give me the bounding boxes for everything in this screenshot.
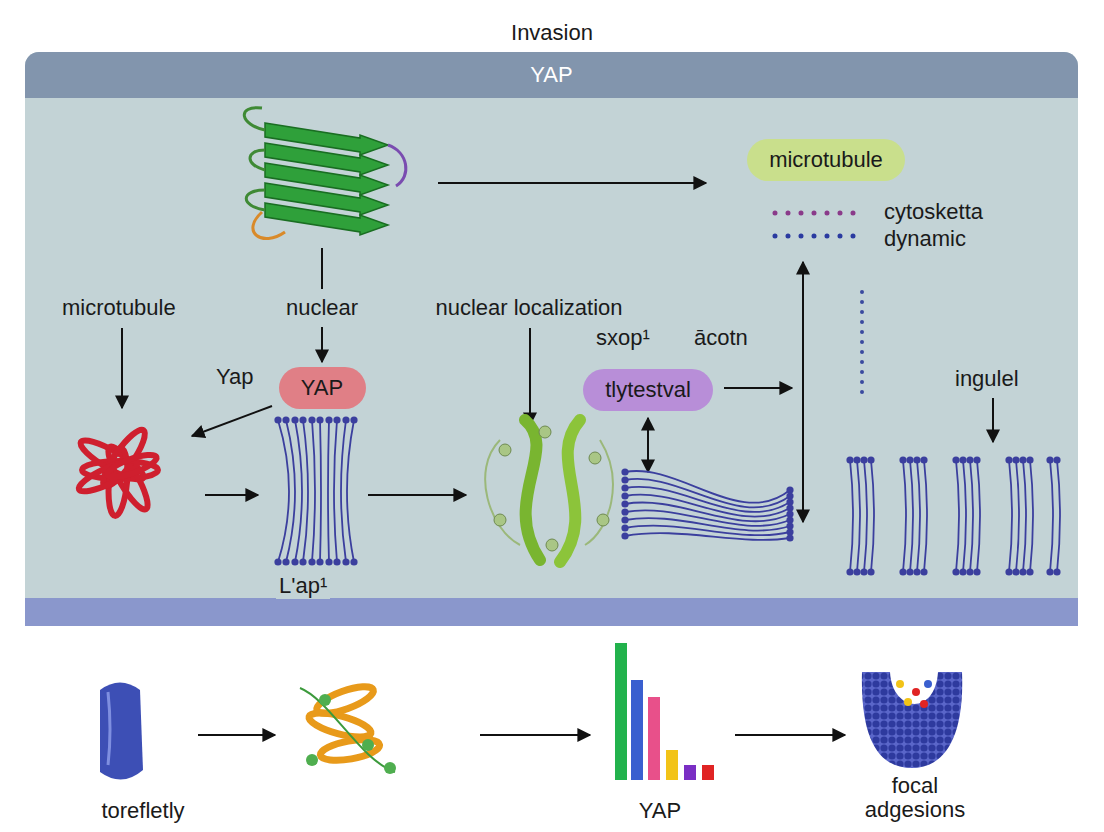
dotted-line [775,234,858,239]
coil-tube [560,420,580,562]
adhesion-dot [920,700,928,708]
bar [684,765,696,780]
bar [648,697,660,780]
title: Invasion [0,20,1104,46]
arrow [735,734,845,736]
cylinder-highlight [108,692,110,765]
label: cytosketta dynamic [884,198,1024,252]
coil-sphere [499,444,511,456]
arrow [321,327,323,362]
coil-sphere [494,514,506,526]
label: microtubule [62,295,176,321]
pill-box: tlytestval [583,369,713,411]
chain-bead [384,762,396,774]
leader-line [321,248,323,289]
dotted-line [860,292,864,396]
bottom-strip [25,598,1078,626]
filament-bundle [625,471,790,540]
filament-bundle [278,420,354,562]
arrow [992,398,994,442]
label: ācotn [694,325,748,351]
node-text: YAP [301,375,343,401]
adhesion-cluster [862,672,962,768]
coil-sphere [539,426,551,438]
label: torefletly [101,798,184,824]
label: Yap [216,364,254,390]
chain-bead [319,694,331,706]
sheet-tail [253,212,285,239]
label: nuclear [286,295,358,321]
label: YAP [639,798,681,824]
node-text: microtubule [769,147,883,173]
sheet-loop [244,108,265,210]
coil-tube [525,420,540,560]
arrow [121,328,123,408]
double-arrow [647,418,649,472]
adhesion-dot [896,680,904,688]
arrow [368,494,466,496]
main-panel [25,52,1078,626]
arrow [438,182,706,184]
double-arrow [802,262,804,522]
node-text: tlytestval [605,377,691,403]
label: L'ap¹ [276,573,330,599]
label: focal adgesions [850,774,980,822]
label: ingulel [955,366,1019,392]
label: sxop¹ [596,325,650,351]
bar [615,643,627,780]
coil-outline [485,440,520,545]
adhesion-dot [904,698,912,706]
bar [631,680,643,780]
chain-bead [362,739,374,751]
arrow [198,734,275,736]
arrow [724,387,792,389]
coil-sphere [597,514,609,526]
node-text: YAP [530,62,572,88]
header-band: YAP [25,52,1078,98]
pill-box: microtubule [747,139,905,181]
arrow [192,406,272,436]
helix-turn [319,736,381,764]
bar [666,750,678,780]
helix-turn [105,451,159,482]
chain-bead [306,754,318,766]
label: nuclear localization [435,295,622,321]
coil-sphere [589,452,601,464]
dotted-line [775,211,858,216]
arrow [529,328,531,425]
cylinder [100,683,143,780]
adhesion-dot [924,680,932,688]
bar [702,765,714,780]
beta-strand [265,203,388,235]
adhesion-dot [912,688,920,696]
sheet-tail [388,145,406,186]
coil-outline [585,440,613,545]
filament-bundle [850,460,1060,572]
arrow [480,734,590,736]
arrow [205,494,258,496]
pill-box: YAP [279,367,366,409]
chain-line [300,688,395,772]
coil-sphere [546,539,558,551]
